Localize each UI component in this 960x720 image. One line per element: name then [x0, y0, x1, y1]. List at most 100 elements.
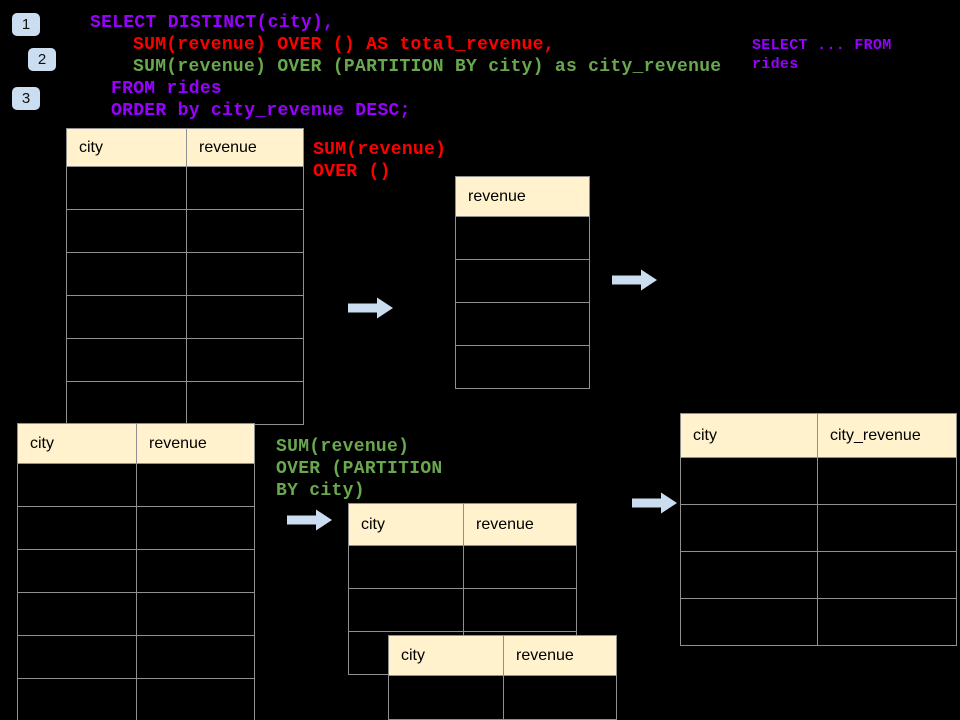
column-header-revenue: revenue — [455, 176, 590, 217]
table-row — [455, 345, 590, 389]
table-row — [66, 166, 304, 210]
column-header-city: city — [348, 503, 464, 546]
side-note-rides: rides — [752, 56, 799, 73]
table-row — [17, 635, 255, 679]
annotation-total-line1: SUM(revenue) — [313, 140, 447, 160]
step-badge-1: 1 — [12, 13, 40, 36]
step-badge-2: 2 — [28, 48, 56, 71]
column-header-revenue: revenue — [463, 503, 577, 546]
table-cell-empty — [455, 259, 590, 303]
table-cell-empty — [136, 506, 255, 550]
table-rides-bottom: city revenue — [17, 423, 255, 720]
column-header-city: city — [388, 635, 504, 676]
sql-line-order: ORDER by city_revenue DESC; — [111, 101, 411, 121]
side-note-select-from: SELECT ... FROM — [752, 37, 892, 54]
table-cell-empty — [66, 209, 187, 253]
table-row — [348, 588, 577, 632]
table-cell-empty — [136, 592, 255, 636]
table-cell-empty — [455, 345, 590, 389]
table-row — [66, 209, 304, 253]
table-row — [66, 338, 304, 382]
table-partition-front: city revenue — [388, 635, 617, 720]
table-cell-empty — [136, 678, 255, 720]
column-header-city: city — [66, 128, 187, 167]
table-row — [455, 216, 590, 260]
table-cell-empty — [388, 675, 504, 720]
table-cell-empty — [186, 338, 304, 382]
column-header-city: city — [17, 423, 137, 464]
right-arrow-icon — [287, 509, 332, 531]
table-row — [348, 545, 577, 589]
table-cell-empty — [455, 302, 590, 346]
table-cell-empty — [463, 545, 577, 589]
table-row — [17, 506, 255, 550]
table-cell-empty — [680, 598, 818, 646]
table-cell-empty — [186, 209, 304, 253]
table-cell-empty — [817, 598, 957, 646]
table-cell-empty — [503, 675, 617, 720]
table-cell-empty — [17, 678, 137, 720]
right-arrow-icon — [348, 297, 393, 319]
table-cell-empty — [348, 545, 464, 589]
sql-line-from: FROM rides — [111, 79, 223, 99]
table-cell-empty — [66, 381, 187, 425]
table-row — [680, 551, 957, 599]
table-cell-empty — [136, 635, 255, 679]
table-cell-empty — [463, 588, 577, 632]
table-row — [66, 381, 304, 425]
table-row — [680, 504, 957, 552]
table-total-revenue-result: revenue — [455, 176, 590, 389]
right-arrow-icon — [632, 492, 677, 514]
table-cell-empty — [348, 588, 464, 632]
table-row — [388, 675, 617, 720]
right-arrow-icon — [612, 269, 657, 291]
table-row — [17, 463, 255, 507]
table-city-revenue-result: city city_revenue — [680, 413, 957, 646]
table-row — [17, 549, 255, 593]
annotation-partition-line2: OVER (PARTITION — [276, 459, 443, 479]
table-cell-empty — [17, 592, 137, 636]
table-cell-empty — [817, 457, 957, 505]
table-cell-empty — [680, 551, 818, 599]
table-cell-empty — [66, 338, 187, 382]
table-rides-top: city revenue — [66, 128, 304, 425]
table-row — [17, 678, 255, 720]
table-cell-empty — [17, 506, 137, 550]
table-cell-empty — [186, 381, 304, 425]
column-header-city: city — [680, 413, 818, 458]
table-row — [17, 592, 255, 636]
table-cell-empty — [680, 457, 818, 505]
step-badge-3: 3 — [12, 87, 40, 110]
table-cell-empty — [17, 463, 137, 507]
table-row — [455, 259, 590, 303]
table-cell-empty — [455, 216, 590, 260]
table-cell-empty — [136, 463, 255, 507]
table-cell-empty — [17, 549, 137, 593]
sql-line-total-revenue: SUM(revenue) OVER () AS total_revenue, — [133, 35, 555, 55]
table-cell-empty — [817, 504, 957, 552]
table-cell-empty — [17, 635, 137, 679]
sql-line-select: SELECT DISTINCT(city), — [90, 13, 335, 33]
annotation-partition-line3: BY city) — [276, 481, 365, 501]
table-cell-empty — [186, 166, 304, 210]
table-cell-empty — [680, 504, 818, 552]
column-header-revenue: revenue — [503, 635, 617, 676]
column-header-revenue: revenue — [186, 128, 304, 167]
table-cell-empty — [66, 166, 187, 210]
table-cell-empty — [136, 549, 255, 593]
table-row — [680, 457, 957, 505]
table-cell-empty — [66, 295, 187, 339]
sql-line-city-revenue: SUM(revenue) OVER (PARTITION BY city) as… — [133, 57, 722, 77]
table-cell-empty — [186, 252, 304, 296]
column-header-revenue: revenue — [136, 423, 255, 464]
annotation-total-line2: OVER () — [313, 162, 391, 182]
table-cell-empty — [66, 252, 187, 296]
table-row — [66, 295, 304, 339]
table-cell-empty — [186, 295, 304, 339]
annotation-partition-line1: SUM(revenue) — [276, 437, 410, 457]
table-row — [66, 252, 304, 296]
table-cell-empty — [817, 551, 957, 599]
column-header-city-revenue: city_revenue — [817, 413, 957, 458]
table-row — [680, 598, 957, 646]
